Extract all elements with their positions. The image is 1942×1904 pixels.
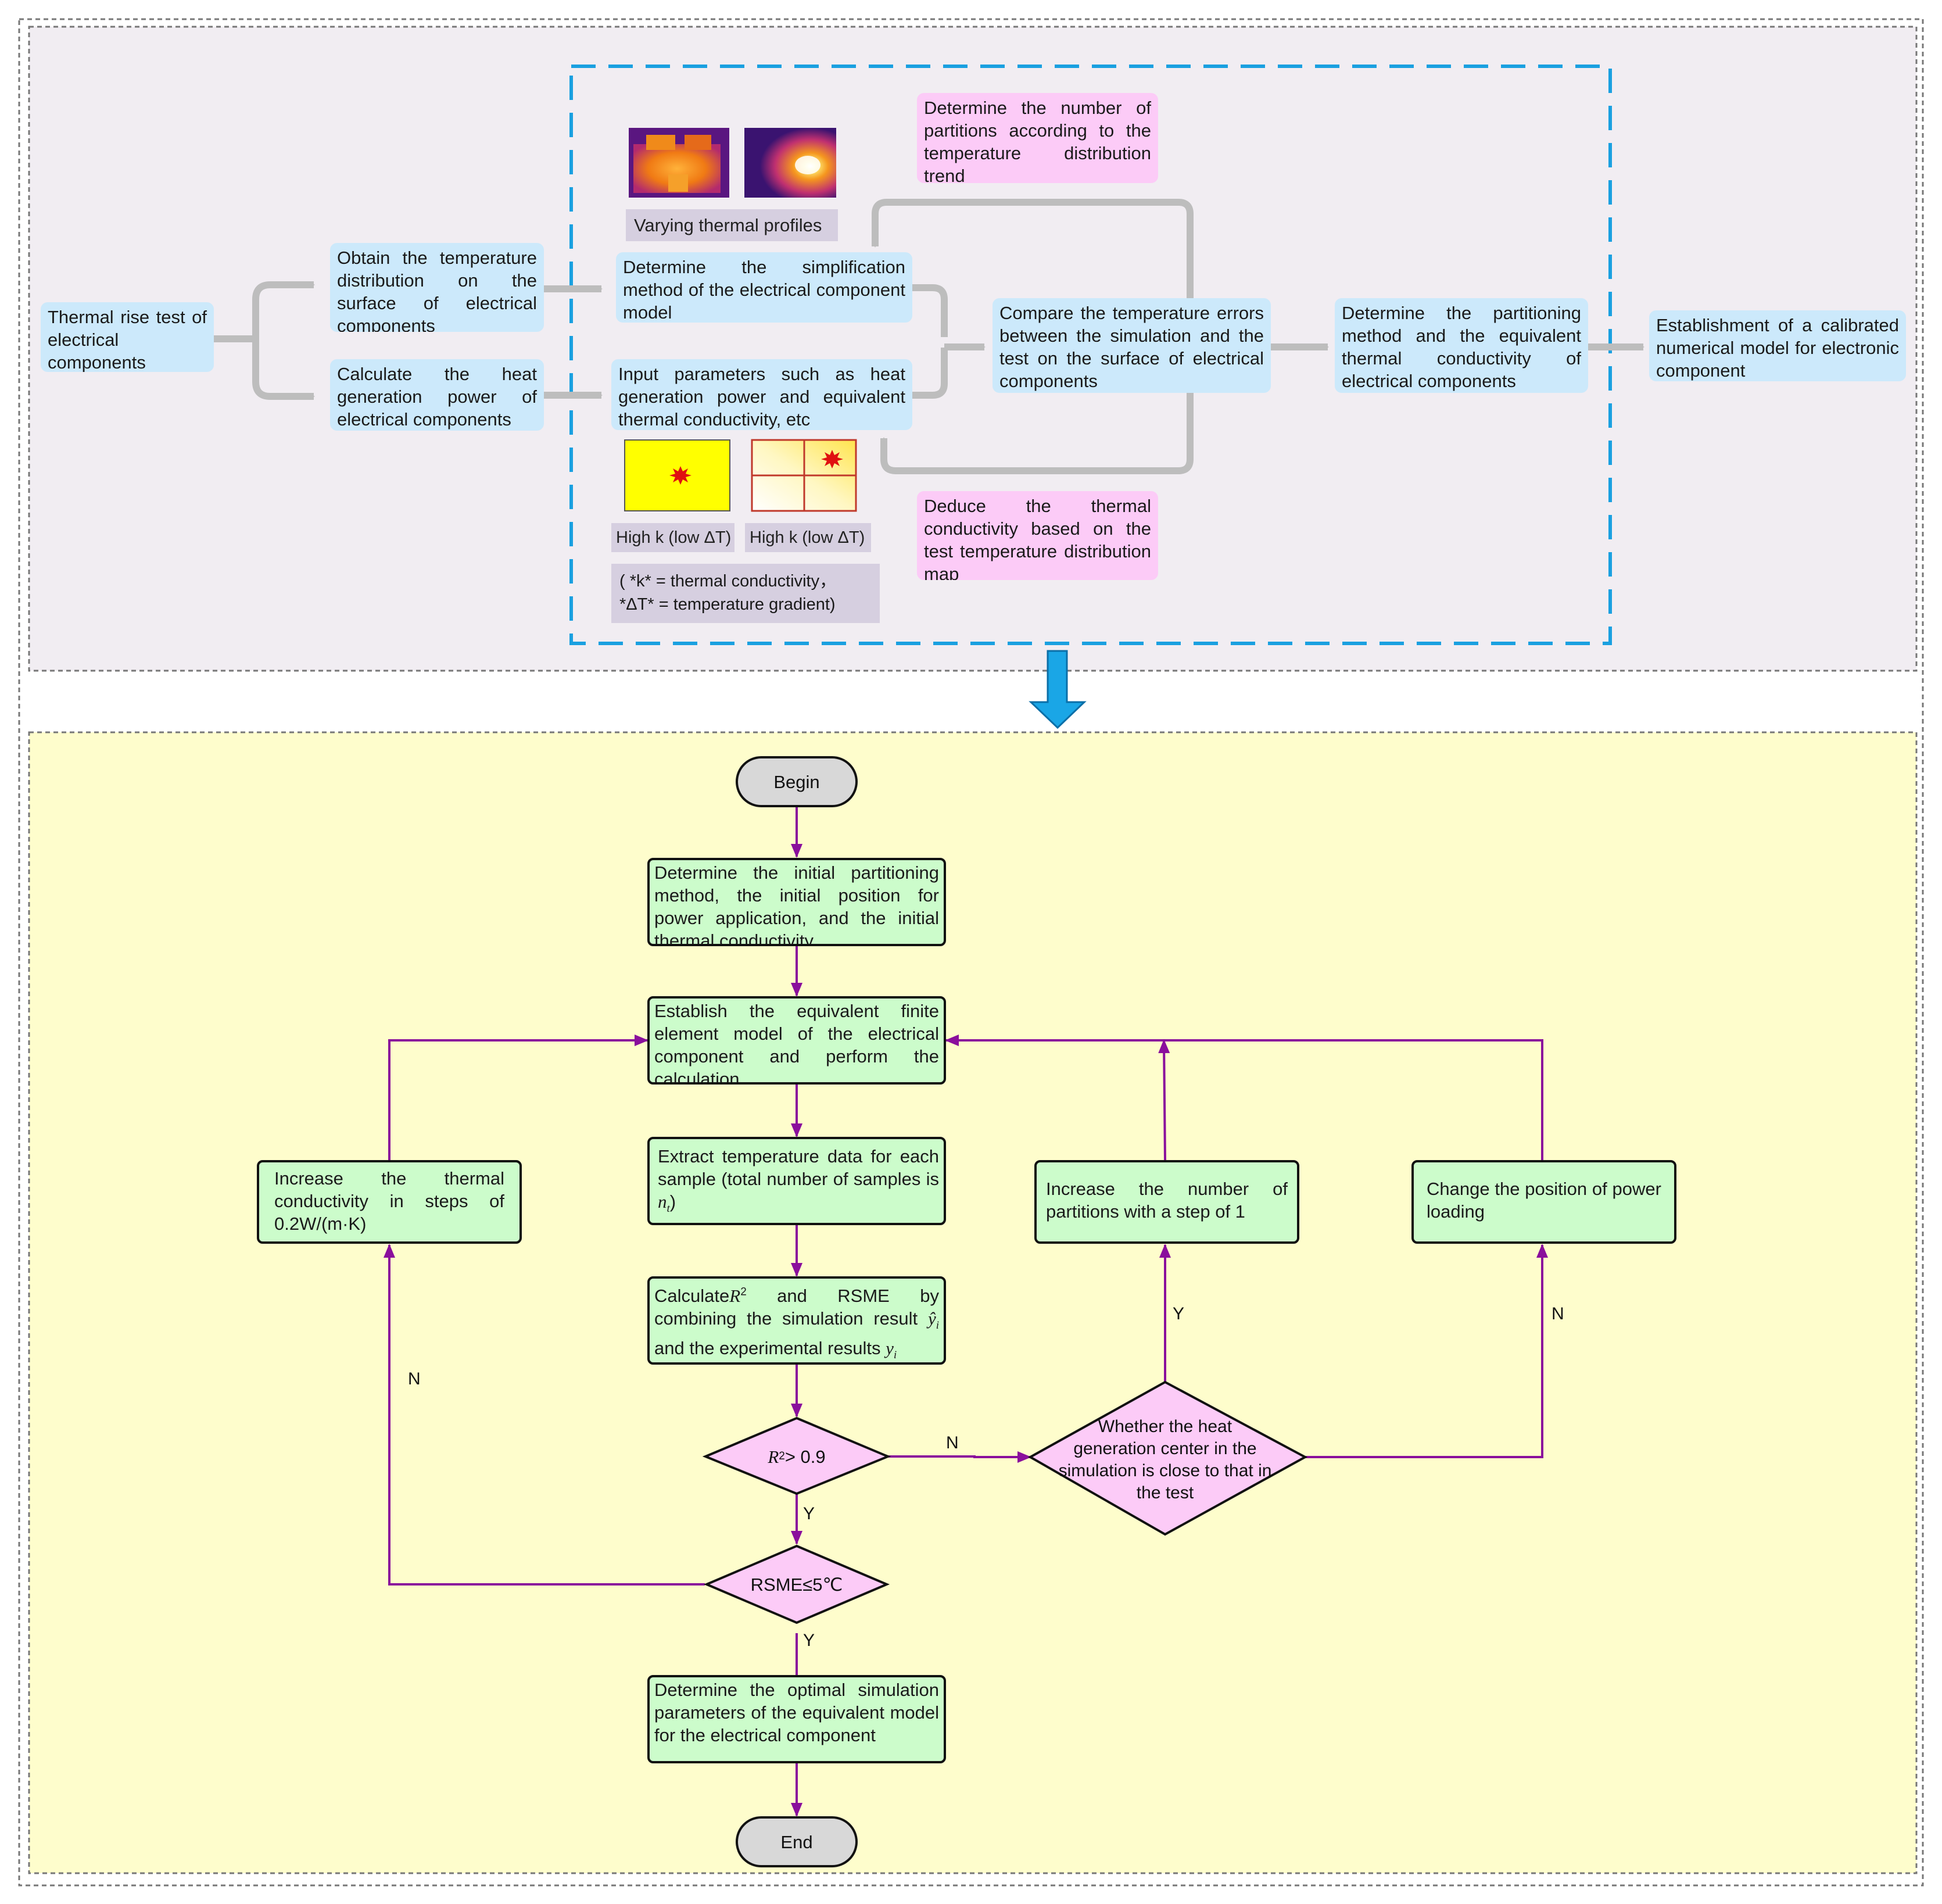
- k-caption-uniform: High k (low ΔT): [611, 523, 734, 552]
- extract-temperature-step: Extract temperature data for each sample…: [647, 1137, 946, 1225]
- calculate-heat-box: Calculate the heat generation power of e…: [330, 359, 544, 431]
- increase-partitions-step: Increase the number of partitions with a…: [1034, 1160, 1299, 1244]
- legend-line-1: ( *k* = thermal conductivity，: [619, 572, 837, 590]
- calc-text-b: and RSME by combining the simulation res…: [654, 1286, 939, 1329]
- increase-conductivity-step: Increase the thermal conductivity in ste…: [257, 1160, 522, 1244]
- end-label: End: [780, 1831, 813, 1852]
- legend-line-2: *ΔT* = temperature gradient): [619, 595, 836, 614]
- label-n-r2: N: [946, 1433, 959, 1452]
- diamond-rsme: [703, 1544, 890, 1624]
- thermal-rise-test-box: Thermal rise test of electrical componen…: [41, 302, 214, 372]
- calc-text-c: and the experimental results: [654, 1338, 886, 1359]
- down-arrow: [1029, 650, 1087, 729]
- y-hat-subscript: i: [936, 1319, 939, 1332]
- heat-source-star-2: [821, 450, 843, 468]
- begin-label: Begin: [773, 771, 820, 792]
- outer-frame: [18, 18, 1924, 1887]
- optimal-parameters-step: Determine the optimal simulation paramet…: [647, 1675, 946, 1763]
- k-caption-partitioned: High k (low ΔT): [745, 523, 871, 552]
- thermal-profiles-caption: Varying thermal profiles: [626, 209, 838, 241]
- extract-text: Extract temperature data for each sample…: [658, 1146, 939, 1189]
- label-y-r2: Y: [803, 1504, 815, 1523]
- r2-threshold: > 0.9: [784, 1446, 826, 1467]
- heat-source-star-1: [669, 466, 691, 485]
- begin-terminator: [736, 756, 858, 807]
- high-k-uniform-panel: [624, 439, 730, 511]
- legend-box: ( *k* = thermal conductivity， *ΔT* = tem…: [611, 564, 880, 623]
- t-subscript: t: [667, 1202, 670, 1215]
- compare-errors-box: Compare the temperature errors between t…: [993, 298, 1271, 393]
- heat-center-decision-label: Whether the heat generation center in th…: [1058, 1417, 1272, 1502]
- y-subscript: i: [893, 1349, 897, 1362]
- label-n-heat-center: N: [1552, 1304, 1564, 1323]
- input-parameters-box: Input parameters such as heat generation…: [611, 359, 912, 430]
- calibrated-model-box: Establishment of a calibrated numerical …: [1649, 310, 1906, 381]
- y-symbol: y: [886, 1338, 894, 1359]
- simplification-method-box: Determine the simplification method of t…: [616, 252, 912, 323]
- label-y-rsme: Y: [803, 1631, 815, 1650]
- r-symbol: R: [729, 1286, 741, 1306]
- y-hat-symbol: ŷ: [927, 1308, 936, 1329]
- iteration-region: [569, 65, 1612, 645]
- diamond-r2: [702, 1416, 891, 1495]
- calc-text-a: Calculate: [654, 1286, 730, 1306]
- r2-symbol: R: [768, 1446, 779, 1467]
- bottom-panel: [28, 731, 1918, 1874]
- obtain-temperature-box: Obtain the temperature distribution on t…: [330, 243, 544, 332]
- r-exponent: 2: [740, 1286, 747, 1298]
- thermal-image-1: [629, 128, 729, 198]
- label-n-rsme: N: [408, 1369, 421, 1388]
- initial-partitioning-step: Determine the initial partitioning metho…: [647, 858, 946, 946]
- rsme-decision-label: RSME≤5℃: [750, 1574, 843, 1595]
- change-position-step: Change the position of power loading: [1411, 1160, 1676, 1244]
- end-terminator: [736, 1816, 858, 1867]
- label-y-heat-center: Y: [1173, 1304, 1185, 1323]
- partitions-note: Determine the number of partitions accor…: [917, 93, 1158, 183]
- calculate-r2-step: CalculateR2 and RSME by combining the si…: [647, 1276, 946, 1365]
- n-symbol: n: [658, 1191, 667, 1212]
- thermal-image-2: [744, 128, 836, 198]
- partitioned-panel: [751, 439, 857, 512]
- deduce-note: Deduce the thermal conductivity based on…: [917, 491, 1158, 580]
- purple-connectors: [384, 807, 1548, 1817]
- extract-close: ): [669, 1191, 676, 1212]
- diamond-heat-center: [1027, 1380, 1308, 1536]
- establish-model-step: Establish the equivalent finite element …: [647, 996, 946, 1085]
- grey-connectors: [214, 199, 1644, 474]
- partitioning-method-box: Determine the partitioning method and th…: [1335, 298, 1588, 393]
